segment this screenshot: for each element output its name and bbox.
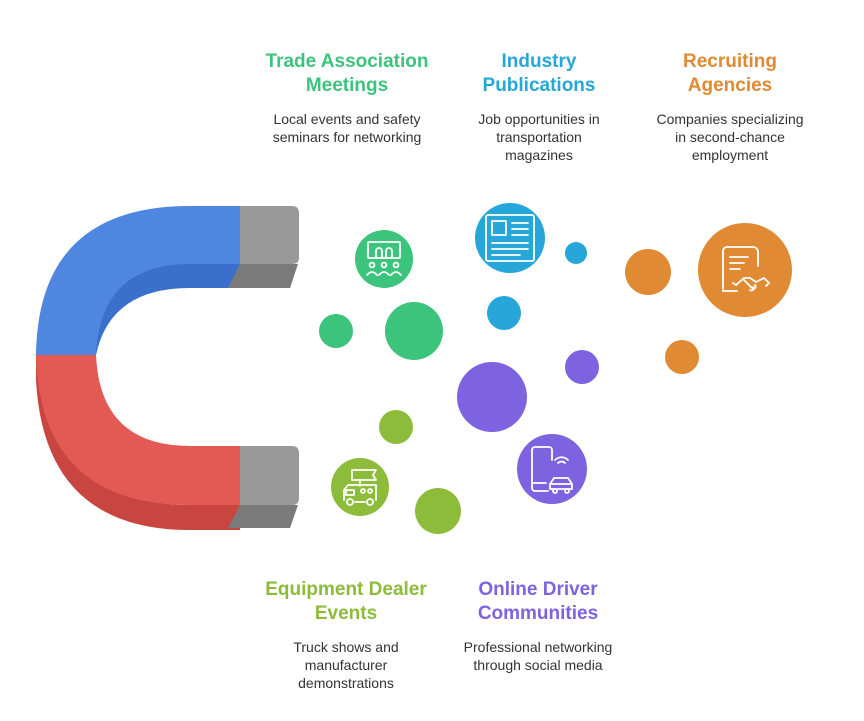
- title-recruiting-agencies: Recruiting Agencies: [683, 51, 777, 96]
- particles: [319, 242, 699, 534]
- magnet-icon: [36, 206, 299, 530]
- magnet-upper-arm: [36, 206, 240, 355]
- magnet-lower-tip-depth: [228, 505, 298, 528]
- title-online-driver: Online Driver Communities: [477, 579, 599, 624]
- magnet-lower-arm: [36, 355, 240, 505]
- magnet-upper-tip: [240, 206, 299, 264]
- title-trade-association: Trade Association Meetings: [265, 51, 429, 96]
- particle-blue-2: [487, 296, 521, 330]
- label-online-driver: Online Driver Communities Professional n…: [438, 578, 638, 674]
- title-equipment-dealer: Equipment Dealer Events: [265, 579, 427, 624]
- desc-equipment-dealer: Truck shows and manufacturer demonstrati…: [293, 639, 399, 691]
- label-recruiting-agencies: Recruiting Agencies Companies specializi…: [630, 50, 830, 164]
- desc-recruiting-agencies: Companies specializing in second-chance …: [656, 111, 804, 163]
- magnet-upper-tip-depth: [228, 264, 298, 288]
- particle-green-2: [385, 302, 443, 360]
- particle-lime-2: [415, 488, 461, 534]
- newspaper-icon: [485, 214, 535, 262]
- magnet-lower-depth: [36, 355, 240, 530]
- online-driver-node: [517, 434, 587, 504]
- industry-publications-node: [475, 203, 545, 273]
- desc-online-driver: Professional networking through social m…: [463, 639, 613, 673]
- magnet-lower-tip: [240, 446, 299, 505]
- desc-trade-association: Local events and safety seminars for net…: [272, 111, 422, 145]
- equipment-dealer-node: [331, 458, 389, 516]
- desc-industry-publications: Job opportunities in transportation maga…: [478, 111, 600, 163]
- trade-association-node: [355, 230, 413, 288]
- phone-car-icon: [531, 446, 573, 494]
- label-industry-publications: Industry Publications Job opportunities …: [439, 50, 639, 164]
- recruiting-agencies-node: [698, 223, 792, 317]
- particle-purple-1: [565, 350, 599, 384]
- truck-sign-icon: [343, 469, 377, 506]
- contract-handshake-icon: [722, 246, 770, 292]
- label-equipment-dealer: Equipment Dealer Events Truck shows and …: [246, 578, 446, 692]
- particle-purple-2: [457, 362, 527, 432]
- particle-orange-1: [625, 249, 671, 295]
- particle-green-1: [319, 314, 353, 348]
- particle-blue-1: [565, 242, 587, 264]
- title-industry-publications: Industry Publications: [482, 51, 596, 96]
- particle-lime-1: [379, 410, 413, 444]
- meeting-audience-icon: [366, 241, 402, 276]
- label-trade-association: Trade Association Meetings Local events …: [247, 50, 447, 146]
- particle-orange-2: [665, 340, 699, 374]
